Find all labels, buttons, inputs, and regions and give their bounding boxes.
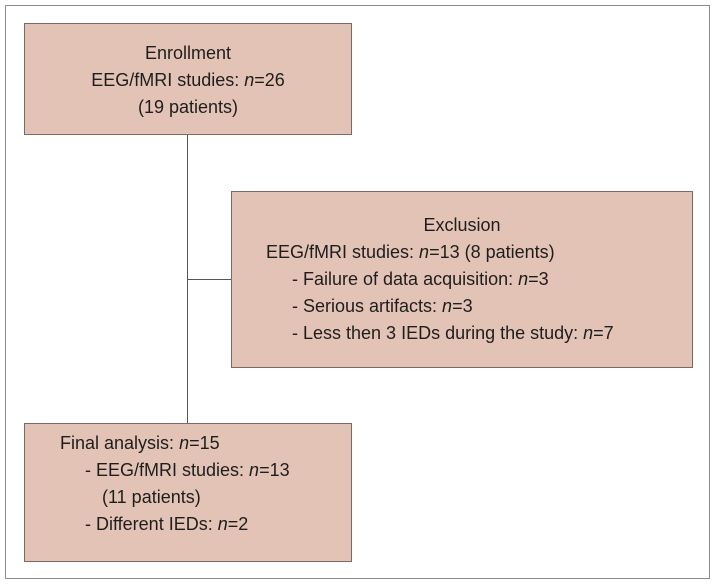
enrollment-studies: EEG/fMRI studies: n=26 <box>91 70 285 90</box>
final-item: - Different IEDs: n=2 <box>85 514 249 534</box>
exclusion-studies: EEG/fMRI studies: n=13 (8 patients) <box>266 242 555 262</box>
final-item: (11 patients) <box>102 487 201 507</box>
exclusion-item: - Less then 3 IEDs during the study: n=7 <box>292 323 614 343</box>
final-analysis-title: Final analysis: n=15 <box>60 433 220 453</box>
connector-to-exclusion <box>187 279 231 280</box>
final-item: - EEG/fMRI studies: n=13 <box>85 460 290 480</box>
enrollment-box: Enrollment EEG/fMRI studies: n=26 (19 pa… <box>24 23 352 135</box>
final-analysis-box: Final analysis: n=15 - EEG/fMRI studies:… <box>24 423 352 562</box>
enrollment-title: Enrollment <box>144 43 232 63</box>
diagram-frame <box>5 5 710 579</box>
exclusion-item: - Serious artifacts: n=3 <box>292 296 473 316</box>
exclusion-item: - Failure of data acquisition: n=3 <box>292 269 549 289</box>
exclusion-box: Exclusion EEG/fMRI studies: n=13 (8 pati… <box>231 191 693 368</box>
exclusion-title: Exclusion <box>423 215 501 235</box>
enrollment-patients: (19 patients) <box>137 97 239 117</box>
